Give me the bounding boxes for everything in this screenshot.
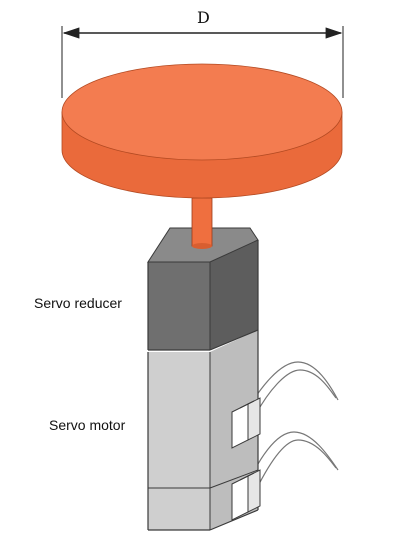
dimension-d — [61, 26, 344, 98]
output-shaft — [191, 197, 213, 249]
reducer-front-face — [148, 262, 210, 350]
motor-front-face — [148, 352, 210, 530]
label-servo-reducer: Servo reducer — [34, 295, 122, 311]
reducer-side-face — [210, 240, 258, 350]
label-servo-motor: Servo motor — [49, 417, 126, 433]
turntable-disc — [61, 63, 343, 199]
dimension-label-d: D — [197, 8, 210, 27]
cable-connectors — [231, 397, 261, 521]
